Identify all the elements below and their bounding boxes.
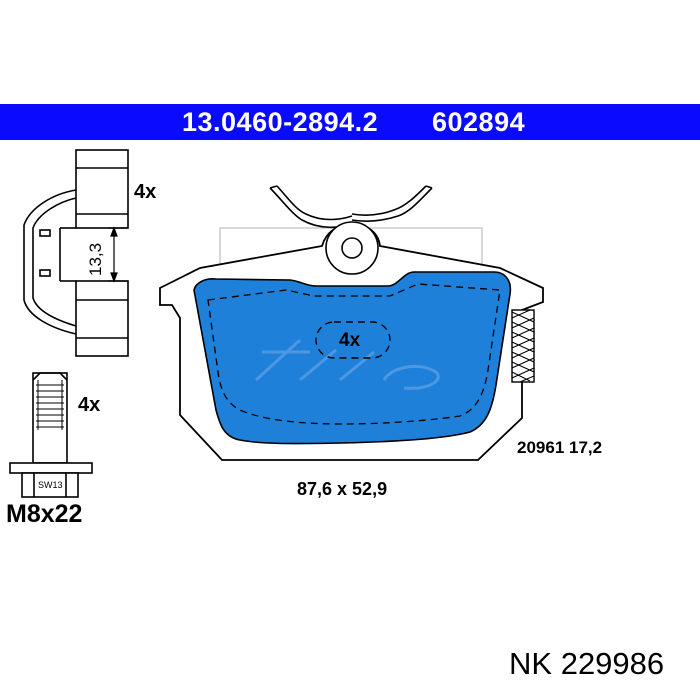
anti-rattle-clip bbox=[23, 149, 129, 357]
pad-dimensions-label: 87,6 x 52,9 bbox=[297, 479, 388, 499]
wva-thickness-label: 20961 17,2 bbox=[517, 438, 603, 457]
bolt-wrench-size: SW13 bbox=[38, 480, 63, 490]
catalog-code: 229986 bbox=[560, 646, 665, 681]
bolt-size-label: M8x22 bbox=[6, 500, 83, 528]
clip-dimension-line bbox=[108, 226, 128, 283]
footer-code: NK 229986 bbox=[509, 646, 664, 682]
brand-label: NK bbox=[509, 646, 553, 681]
pad-spring bbox=[269, 185, 433, 229]
clip-dimension-label: 13,3 bbox=[86, 242, 105, 276]
friction-inner-outline bbox=[207, 283, 501, 425]
mounting-hole bbox=[325, 221, 379, 275]
header-bar: 13.0460-2894.2 602894 bbox=[0, 104, 700, 140]
part-number: 13.0460-2894.2 bbox=[182, 107, 379, 137]
pad-quantity-frame bbox=[315, 321, 391, 359]
wear-indicator bbox=[511, 309, 535, 383]
bolt-quantity-label: 4x bbox=[78, 394, 101, 416]
reference-number: 602894 bbox=[432, 107, 526, 137]
guide-bolt bbox=[9, 372, 93, 498]
pad-quantity-label: 4x bbox=[339, 330, 361, 351]
clip-quantity-label: 4x bbox=[134, 181, 157, 203]
watermark-logo bbox=[254, 338, 440, 390]
